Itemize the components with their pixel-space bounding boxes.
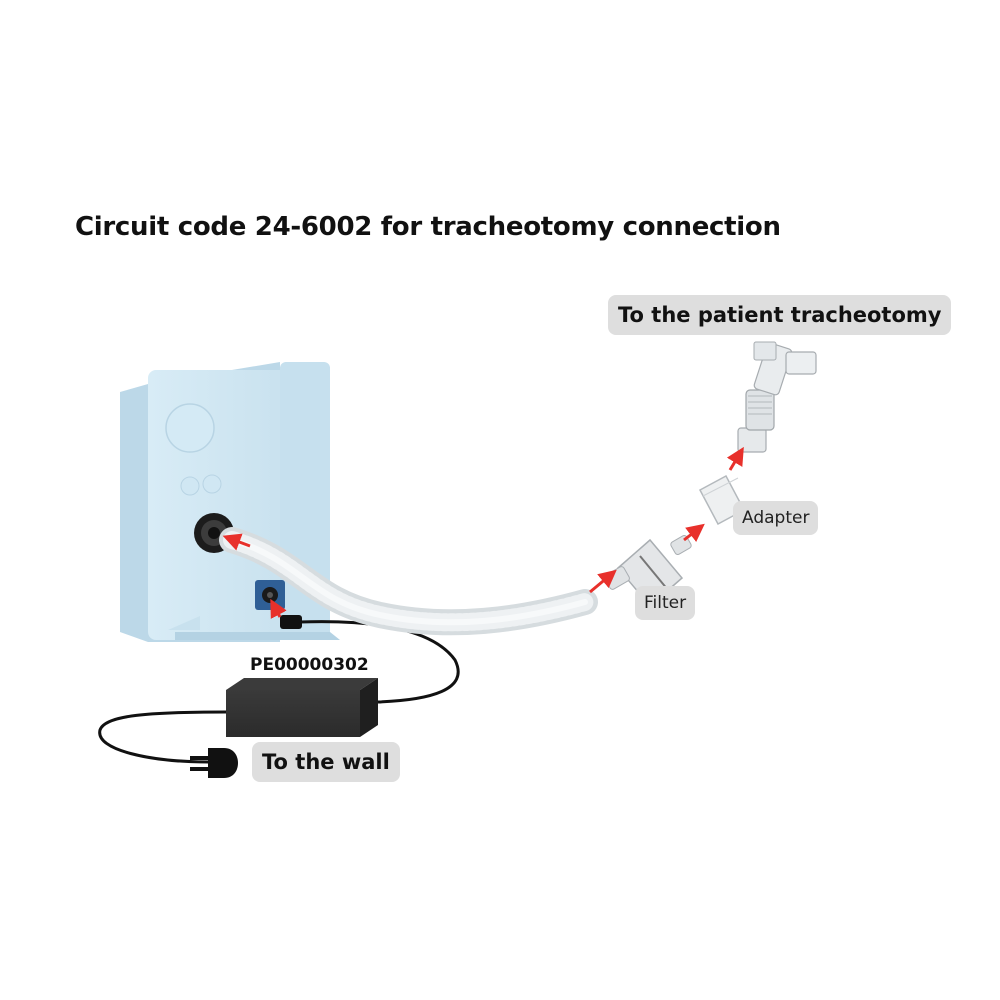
ventilator-device xyxy=(120,362,340,642)
power-connector xyxy=(280,615,302,629)
label-to-the-wall: To the wall xyxy=(252,742,400,782)
label-adapter: Adapter xyxy=(733,501,819,535)
arrow-to-trach-connector xyxy=(726,446,744,471)
arrow-to-adapter xyxy=(683,523,705,542)
power-supply-brick xyxy=(226,678,378,737)
label-filter: Filter xyxy=(635,586,696,620)
power-cable xyxy=(98,620,460,764)
tracheotomy-connector xyxy=(737,341,817,453)
diagram-title: Circuit code 24-6002 for tracheotomy con… xyxy=(75,212,781,242)
label-power-supply-code: PE00000302 xyxy=(250,655,369,675)
label-patient-tracheotomy: To the patient tracheotomy xyxy=(608,295,952,335)
arrow-to-power-socket xyxy=(270,598,287,619)
arrow-to-filter xyxy=(589,569,617,594)
corrugated-tube xyxy=(219,527,598,636)
connection-arrows xyxy=(222,446,744,619)
power-socket-icon xyxy=(255,580,285,610)
arrow-to-outlet xyxy=(222,533,251,551)
plug-icon xyxy=(190,748,238,778)
